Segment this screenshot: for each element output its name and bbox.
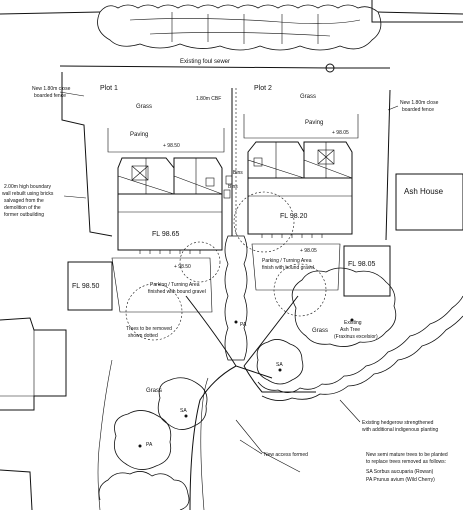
paving-label: Paving [130, 132, 148, 138]
grass-label: Grass [312, 328, 328, 334]
outbuilding-right-floor-level: FL 98.05 [348, 261, 375, 268]
plot2-house: FL 98.20 [247, 141, 353, 238]
central-hedge-strip: PA [224, 235, 248, 361]
spot-level: + 98.50 [163, 143, 180, 149]
bins-label: Bins [228, 184, 238, 190]
grass-label: Grass [136, 104, 152, 110]
hedgerow-label: Existing hedgerow strengthened with addi… [362, 420, 438, 433]
trees-removed [125, 191, 327, 341]
fence-left-label: New 1.80m close boarded fence [32, 86, 72, 99]
paving-label: Paving [305, 120, 323, 126]
spot-level: + 98.05 [332, 130, 349, 136]
pa-label: PA [146, 442, 153, 448]
new-access-label: New access formed [264, 452, 308, 458]
tree-planting-note: New semi mature trees to be planted to r… [366, 452, 449, 483]
ash-house: Ash House [395, 173, 463, 231]
bins-label: Bins [233, 170, 243, 176]
outbuilding-left: FL 98.50 [67, 261, 113, 311]
plot2-label: Plot 2 [254, 85, 272, 92]
plot1-label: Plot 1 [100, 85, 118, 92]
parking-area-plot1: Parking / Turning Area finished with bou… [111, 257, 213, 313]
outbuilding-left-floor-level: FL 98.50 [72, 283, 99, 290]
tree-note-label: New semi mature trees to be planted to r… [366, 452, 449, 465]
parking-area-plot2: Parking / Turning Area finish with bound… [251, 243, 341, 291]
outbuilding-right: FL 98.05 [343, 245, 391, 297]
tree-pa-lower: PA [113, 410, 172, 470]
sa-label: SA [180, 408, 187, 414]
tree-sa-upper: SA [256, 339, 304, 385]
access-road [185, 295, 316, 510]
foul-sewer-line: Existing foul sewer [59, 59, 390, 73]
boundary-wall-note: 2.00m high boundary wall rebuilt using b… [2, 184, 87, 218]
trees-removed-label: Trees to be removed shown dotted [126, 326, 173, 339]
cbf-label: 1.80m CBF [196, 96, 221, 102]
ash-house-label: Ash House [404, 187, 444, 196]
fence-note-right: New 1.80m close boarded fence [387, 100, 440, 113]
grass-label: Grass [300, 94, 316, 100]
plot1-floor-level: FL 98.65 [152, 231, 179, 238]
hedgerow: Existing hedgerow strengthened with addi… [257, 295, 463, 433]
spot-level: + 98.05 [300, 248, 317, 254]
plot-boundaries [61, 72, 391, 241]
sa-label: SA [276, 362, 283, 368]
parking-label-plot2: Parking / Turning Area finish with bound… [262, 258, 314, 271]
pa-label: PA [240, 322, 247, 328]
existing-ash-tree: Existing Ash Tree (Fraxinus excelsior) [291, 267, 397, 347]
neighbouring-buildings-left [0, 317, 67, 510]
key-pa-label: PA Prunus avium (Wild Cherry) [366, 477, 435, 483]
plot1-house: FL 98.65 [117, 157, 223, 254]
existing-foul-sewer-label: Existing foul sewer [180, 59, 230, 65]
key-sa-label: SA Sorbus aucuparia (Rowan) [366, 469, 434, 475]
plot2-floor-level: FL 98.20 [280, 213, 307, 220]
lower-left-hedge [97, 359, 190, 510]
boundary-wall-label: 2.00m high boundary wall rebuilt using b… [2, 184, 55, 218]
grass-label: Grass [146, 388, 162, 394]
existing-ash-label: Existing Ash Tree (Fraxinus excelsior) [334, 320, 378, 340]
fence-note-left: New 1.80m close boarded fence [32, 86, 85, 99]
tree-canopy-band [97, 4, 382, 51]
spot-level: + 98.50 [174, 264, 191, 270]
parking-label-plot1: Parking / Turning Area finished with bou… [148, 282, 206, 295]
fence-right-label: New 1.80m close boarded fence [400, 100, 440, 113]
